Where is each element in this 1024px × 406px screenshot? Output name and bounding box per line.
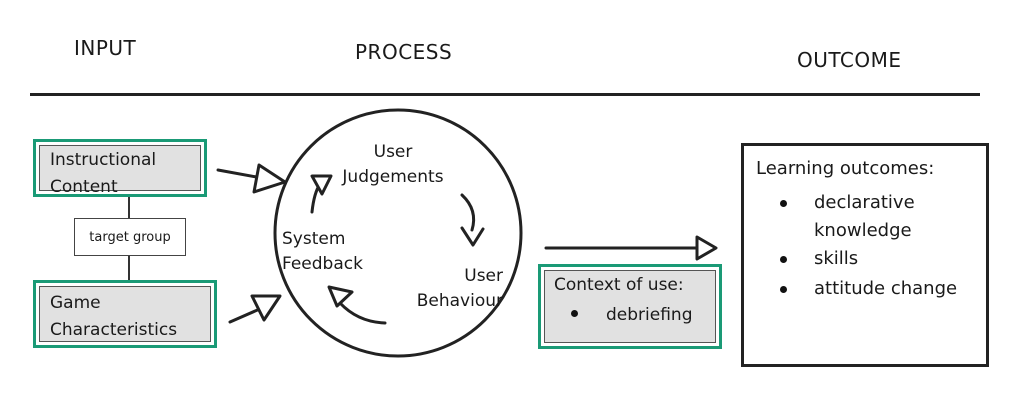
process-header: PROCESS [355, 40, 453, 64]
cycle-arrowhead-1 [460, 226, 485, 247]
input-header: INPUT [74, 36, 137, 60]
bullet-icon [571, 309, 578, 317]
connector-bottom [128, 256, 130, 280]
arrow-instructional-to-process [216, 168, 264, 180]
process-cycle-circle [273, 108, 523, 358]
game-characteristics-label: Game Characteristics [50, 293, 178, 340]
context-of-use-title: Context of use: [554, 275, 684, 295]
game-characteristics-box: Game Characteristics [33, 280, 217, 348]
arrow-game-to-process [228, 306, 264, 324]
cycle-arrowhead-2 [327, 285, 354, 308]
outcome-item-declarative-knowledge: declarative knowledge [774, 189, 957, 245]
outcome-item-skills: skills [774, 245, 957, 273]
context-item-debriefing: debriefing [571, 305, 693, 325]
user-behaviour-label: User Behaviour [416, 266, 503, 311]
instructional-content-box: Instructional Content [33, 139, 207, 197]
cycle-arrow-behaviour-to-feedback [338, 301, 387, 325]
arrowhead-game [250, 294, 282, 322]
connector-top [128, 197, 130, 218]
learning-outcomes-box: Learning outcomes: declarative knowledge… [741, 143, 989, 367]
system-feedback-label: System Feedback [282, 229, 363, 274]
cycle-arrow-judgements-to-behaviour [460, 193, 476, 232]
learning-outcomes-title: Learning outcomes: [756, 158, 935, 179]
arrowhead-outcome [695, 235, 718, 261]
bullet-icon [780, 256, 787, 263]
bullet-icon [780, 286, 787, 293]
outcome-header: OUTCOME [797, 48, 902, 72]
user-judgements-label: User Judgements [342, 142, 444, 187]
target-group-label: target group [89, 229, 171, 245]
instructional-content-label: Instructional Content [50, 150, 157, 197]
bullet-icon [780, 200, 787, 207]
context-of-use-box: Context of use: debriefing [538, 264, 722, 349]
cycle-arrowhead-3 [310, 174, 333, 196]
learning-outcomes-list: declarative knowledge skills attitude ch… [774, 189, 957, 303]
arrowhead-instructional [252, 163, 287, 194]
outcome-item-attitude-change: attitude change [774, 275, 957, 303]
target-group-box: target group [74, 218, 186, 256]
header-divider [30, 93, 980, 96]
